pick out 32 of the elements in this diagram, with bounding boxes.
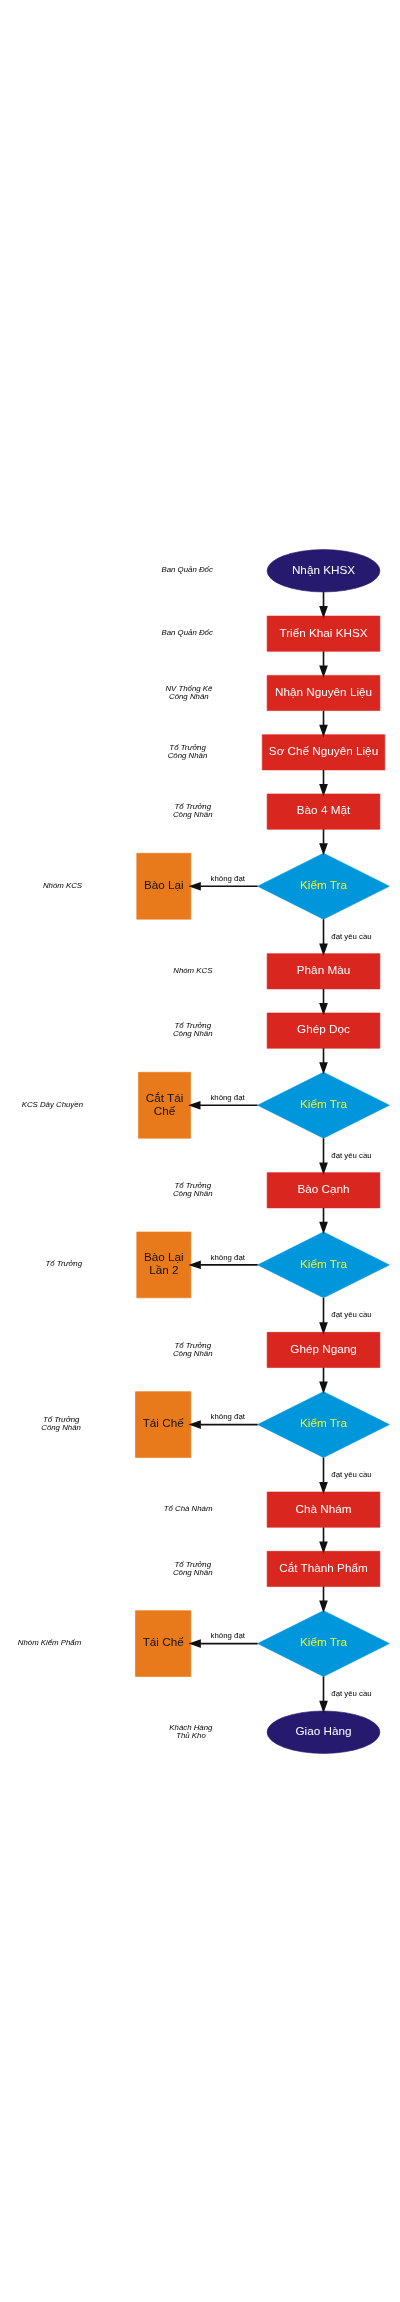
arrow <box>319 1675 328 1713</box>
node-diamond: Kiểm Tra <box>257 1071 390 1138</box>
node-box: Bào Lại Lần 2 <box>136 1231 192 1298</box>
arrow <box>188 1419 259 1429</box>
node-box: Cắt Thành Phẩm <box>266 1550 381 1587</box>
node-diamond: Kiểm Tra <box>257 1390 390 1458</box>
node-box: Bào Lại <box>136 852 192 919</box>
arrow <box>319 1296 328 1335</box>
node-box: Cắt Tái Chế <box>138 1071 191 1138</box>
node-box: Ghép Dọc <box>266 1012 381 1049</box>
arrow <box>188 1638 259 1648</box>
node-box: Bào 4 Mặt <box>266 793 381 830</box>
node-ellipse: Giao Hàng <box>266 1710 381 1754</box>
arrow <box>188 1100 259 1110</box>
node-box: Phân Màu <box>266 952 381 989</box>
node-diamond: Kiểm Tra <box>257 1231 390 1298</box>
node-box: Bào Cạnh <box>266 1171 381 1208</box>
node-box: Ghép Ngang <box>266 1331 381 1368</box>
node-ellipse: Nhận KHSX <box>266 548 381 592</box>
arrow <box>188 881 259 891</box>
node-diamond: Kiểm Tra <box>257 1609 390 1677</box>
arrow <box>319 1136 328 1175</box>
node-box: Sơ Chế Nguyên Liệu <box>261 733 386 770</box>
node-box: Nhận Nguyên Liệu <box>266 674 381 711</box>
node-box: Triển Khai KHSX <box>266 615 381 652</box>
node-box: Chà Nhám <box>266 1491 381 1528</box>
node-diamond: Kiểm Tra <box>257 852 390 919</box>
arrow <box>319 1456 328 1494</box>
arrow <box>188 1260 259 1269</box>
arrow <box>319 917 328 956</box>
node-box: Tái Chế <box>135 1609 192 1677</box>
node-box: Tái Chế <box>135 1390 192 1458</box>
